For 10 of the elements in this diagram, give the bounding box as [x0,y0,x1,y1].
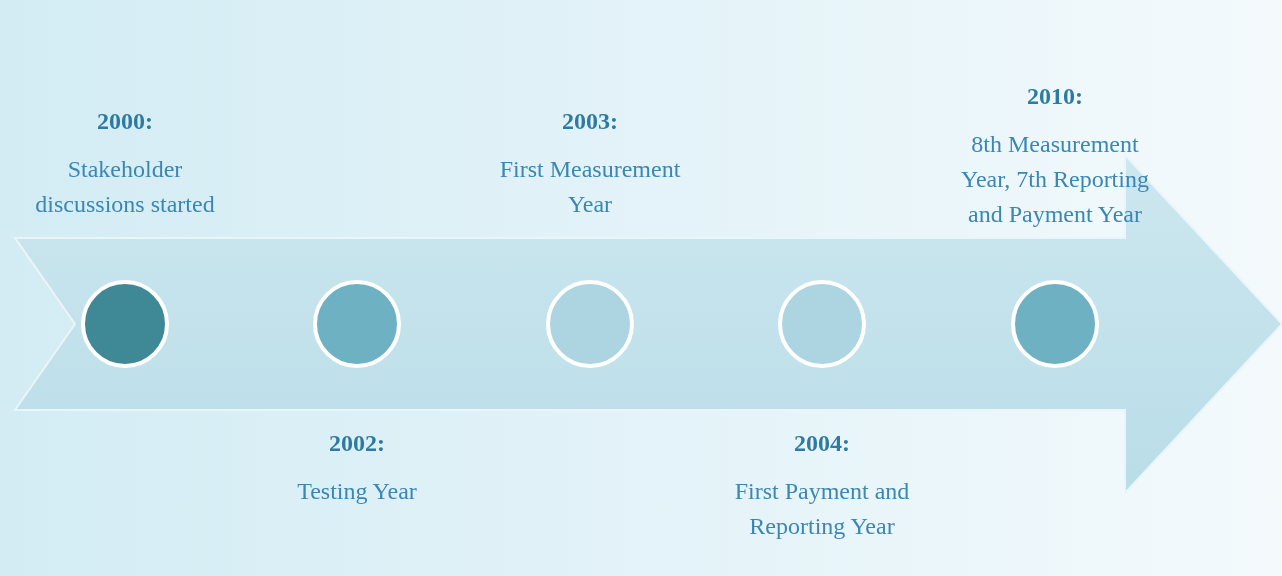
milestone-text: First Payment and Reporting Year [733,477,911,541]
milestone-text: First Measurement Year [498,155,682,219]
milestone-text: Testing Year [297,477,417,506]
year-label: 2002: [329,429,385,458]
milestone-text: Stakeholder discussions started [34,155,216,219]
milestone-text: 8th Measurement Year, 7th Reporting and Payment Year [960,130,1150,229]
year-label: 2010: [1027,82,1083,111]
year-label: 2003: [562,107,618,136]
year-label: 2004: [794,429,850,458]
year-label: 2000: [97,107,153,136]
